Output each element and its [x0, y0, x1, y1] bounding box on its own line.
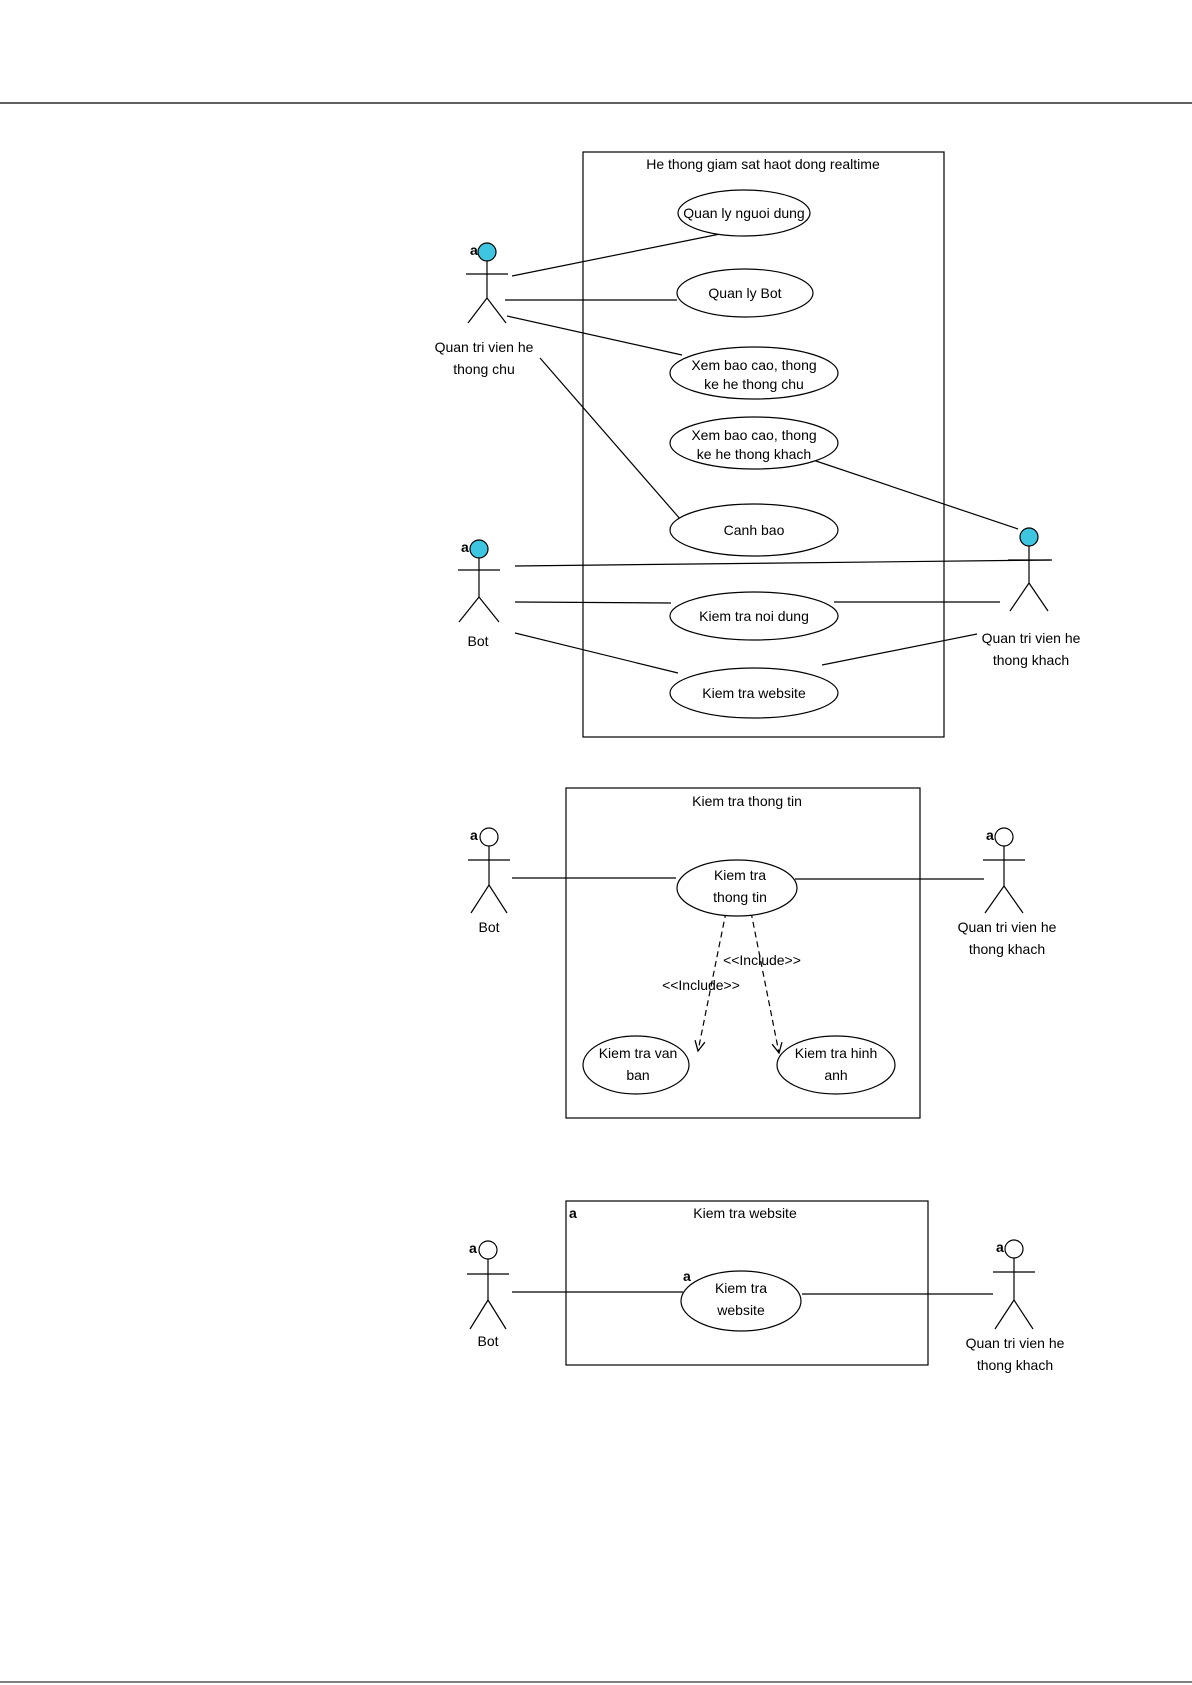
diagram-check-information: Kiem tra thong tin <<Include>> <<Include… — [468, 787, 1057, 1119]
svg-text:Bot: Bot — [477, 1333, 498, 1349]
svg-text:thong khach: thong khach — [977, 1357, 1053, 1373]
actor-icon — [468, 827, 510, 914]
svg-text:a: a — [470, 242, 478, 258]
svg-text:thong khach: thong khach — [969, 941, 1045, 957]
svg-text:Xem bao cao, thong: Xem bao cao, thong — [691, 427, 816, 443]
svg-text:a: a — [996, 1239, 1004, 1255]
svg-text:Quan tri vien he: Quan tri vien he — [435, 339, 534, 355]
svg-text:ke he thong chu: ke he thong chu — [704, 376, 804, 392]
include-label-right: <<Include>> — [723, 952, 801, 968]
usecase-report-main: Xem bao cao, thong ke he thong chu — [669, 346, 839, 400]
actor-bot: a Bot — [467, 1240, 509, 1349]
svg-text:ban: ban — [626, 1067, 649, 1083]
usecase-alert: Canh bao — [669, 503, 839, 557]
system-title: He thong giam sat haot dong realtime — [646, 156, 880, 172]
svg-text:ke he thong khach: ke he thong khach — [697, 446, 811, 462]
svg-text:website: website — [716, 1302, 765, 1318]
svg-text:a: a — [569, 1205, 577, 1221]
actor-icon — [467, 1240, 509, 1330]
diagram-system-monitoring: He thong giam sat haot dong realtime Qua… — [435, 151, 1081, 738]
usecase-manage-users: Quan ly nguoi dung — [677, 189, 811, 237]
usecase-check-text: Kiem tra van ban — [582, 1035, 690, 1095]
usecase-manage-bot: Quan ly Bot — [676, 268, 814, 318]
svg-text:Kiem tra noi dung: Kiem tra noi dung — [699, 608, 809, 624]
actor-icon — [983, 827, 1025, 914]
include-label-left: <<Include>> — [662, 977, 740, 993]
include-relations — [698, 911, 779, 1053]
actor-bot: a Bot — [468, 827, 510, 935]
system-boundary — [565, 1200, 929, 1366]
usecase-report-guest: Xem bao cao, thong ke he thong khach — [669, 416, 839, 470]
svg-text:Kiem tra hinh: Kiem tra hinh — [795, 1045, 877, 1061]
svg-text:thong chu: thong chu — [453, 361, 515, 377]
svg-text:Kiem tra website: Kiem tra website — [702, 685, 806, 701]
svg-text:Quan tri vien he: Quan tri vien he — [958, 919, 1057, 935]
usecase-check-content: Kiem tra noi dung — [669, 591, 839, 641]
usecase-check-image: Kiem tra hinh anh — [776, 1035, 896, 1095]
svg-text:a: a — [986, 827, 994, 843]
svg-text:a: a — [469, 1240, 477, 1256]
system-title: Kiem tra thong tin — [692, 793, 802, 809]
usecase-check-website: a Kiem tra website — [680, 1268, 802, 1332]
svg-text:Canh bao: Canh bao — [724, 522, 785, 538]
svg-text:Xem bao cao, thong: Xem bao cao, thong — [691, 357, 816, 373]
associations — [505, 233, 1053, 674]
svg-text:Quan ly Bot: Quan ly Bot — [708, 285, 781, 301]
associations — [512, 877, 984, 880]
actor-admin-guest: a Quan tri vien he thong khach — [966, 1239, 1065, 1373]
svg-text:Quan ly nguoi dung: Quan ly nguoi dung — [683, 205, 804, 221]
svg-text:Kiem tra van: Kiem tra van — [599, 1045, 678, 1061]
svg-text:thong tin: thong tin — [713, 889, 767, 905]
usecase-check-information: Kiem tra thong tin — [676, 859, 798, 917]
system-title: Kiem tra website — [693, 1205, 797, 1221]
svg-text:thong khach: thong khach — [993, 652, 1069, 668]
actor-icon — [993, 1239, 1035, 1330]
actor-icon — [1008, 527, 1050, 612]
associations — [512, 1291, 993, 1295]
system-boundary — [582, 151, 945, 738]
svg-text:anh: anh — [824, 1067, 847, 1083]
actor-icon — [458, 539, 500, 623]
actor-icon — [466, 242, 508, 324]
system-boundary — [565, 787, 921, 1119]
svg-text:Kiem tra: Kiem tra — [714, 867, 766, 883]
usecase-check-website: Kiem tra website — [669, 667, 839, 719]
svg-text:Bot: Bot — [467, 633, 488, 649]
svg-text:a: a — [683, 1268, 691, 1284]
svg-text:Quan tri vien he: Quan tri vien he — [982, 630, 1081, 646]
svg-text:Bot: Bot — [478, 919, 499, 935]
actor-admin-guest: a Quan tri vien he thong khach — [958, 827, 1057, 957]
actor-bot: a Bot — [458, 539, 500, 649]
svg-text:a: a — [461, 539, 469, 555]
svg-text:Kiem tra: Kiem tra — [715, 1280, 767, 1296]
actor-admin-main: a Quan tri vien he thong chu — [435, 242, 534, 377]
diagram-check-website: a Kiem tra website a Kiem tra website a … — [467, 1200, 1065, 1373]
svg-text:Quan tri vien he: Quan tri vien he — [966, 1335, 1065, 1351]
actor-admin-guest: Quan tri vien he thong khach — [982, 527, 1081, 668]
svg-text:a: a — [470, 827, 478, 843]
